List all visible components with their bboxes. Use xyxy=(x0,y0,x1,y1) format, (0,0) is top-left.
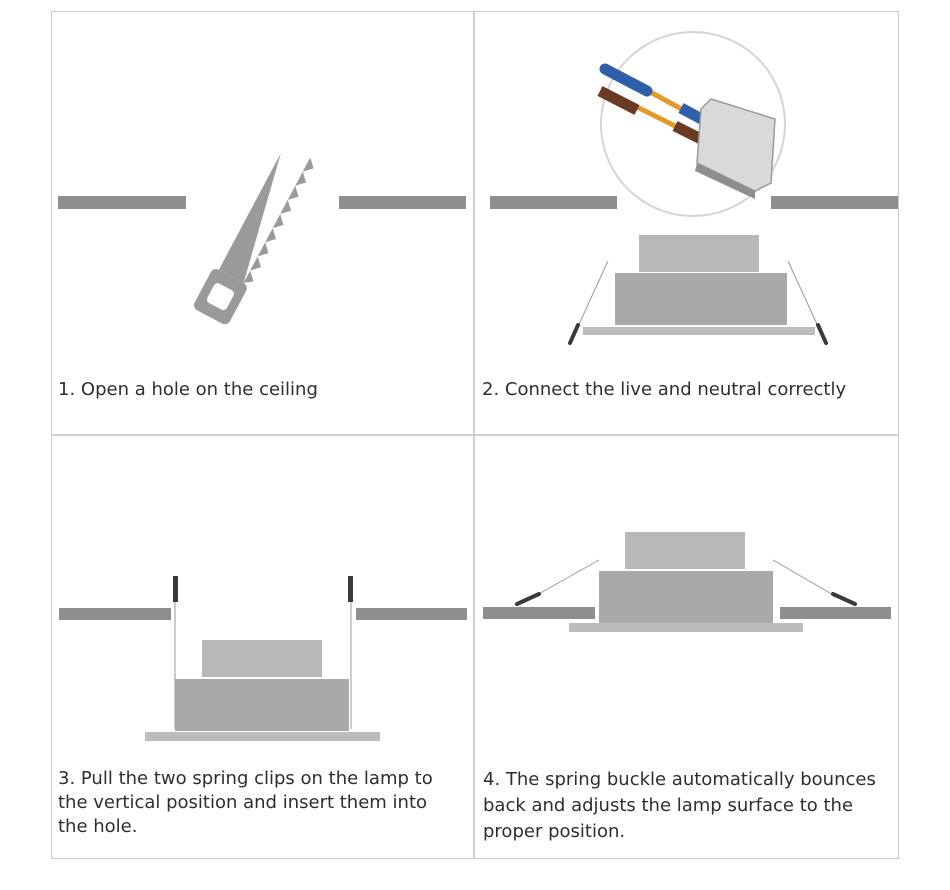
wiring-illustration xyxy=(490,31,898,345)
ceiling-right xyxy=(771,196,898,209)
clips-vertical-illustration xyxy=(59,576,467,741)
lamp-icon xyxy=(145,576,380,741)
ceiling-right xyxy=(356,608,467,620)
ceiling-right xyxy=(339,196,466,209)
ceiling-left xyxy=(490,196,617,209)
ceiling-right xyxy=(780,607,891,619)
step-4-caption: 4. The spring buckle automatically bounc… xyxy=(483,769,876,842)
saw-icon xyxy=(194,153,314,325)
ceiling-left xyxy=(483,607,595,619)
step-2-caption: 2. Connect the live and neutral correctl… xyxy=(482,379,847,400)
lamp-installed-illustration xyxy=(483,532,891,632)
lamp-icon xyxy=(515,532,857,632)
saw-illustration xyxy=(58,153,466,325)
step-1-caption: 1. Open a hole on the ceiling xyxy=(58,379,318,400)
grid-divider-horizontal xyxy=(51,434,899,436)
step-2-panel: 2. Connect the live and neutral correctl… xyxy=(475,11,899,435)
lamp-icon xyxy=(568,235,828,345)
step-3-panel: 3. Pull the two spring clips on the lamp… xyxy=(51,436,474,859)
step-4-panel: 4. The spring buckle automatically bounc… xyxy=(475,436,899,859)
step-1-panel: 1. Open a hole on the ceiling xyxy=(51,11,474,435)
step-3-caption: 3. Pull the two spring clips on the lamp… xyxy=(58,768,433,837)
ceiling-left xyxy=(59,608,171,620)
wire-connection-icon xyxy=(597,31,786,217)
ceiling-left xyxy=(58,196,186,209)
